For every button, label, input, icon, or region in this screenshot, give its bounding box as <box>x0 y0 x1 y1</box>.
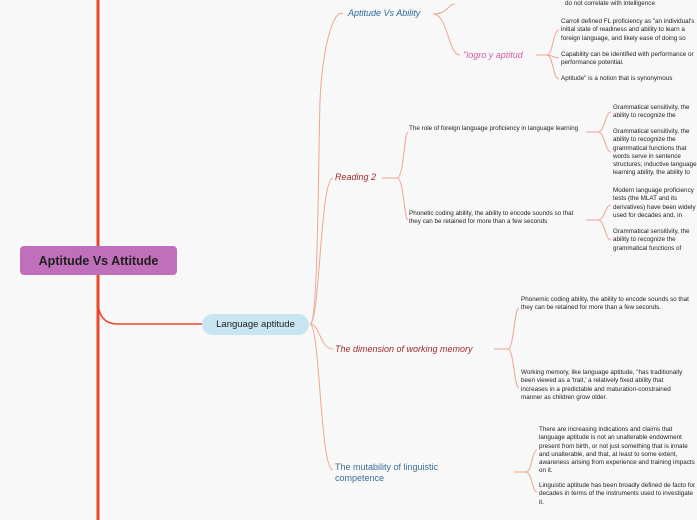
link-aptitude-vs-ability <box>309 12 344 325</box>
root-topic[interactable]: Aptitude Vs Attitude <box>20 246 177 275</box>
working-memory-topic[interactable]: The dimension of working memory <box>335 344 473 354</box>
aptitude-not-innate-note: There are increasing indications and cla… <box>539 426 695 475</box>
phonetic-coding-node: Phonetic coding ability, the ability to … <box>409 210 574 226</box>
carroll-definition-note: Carroll defined FL proficiency as "an in… <box>561 18 695 42</box>
link-reading-2 <box>309 177 334 325</box>
phonemic-coding-note: Phonemic coding ability, the ability to … <box>521 296 689 312</box>
language-aptitude-node[interactable]: Language aptitude <box>202 314 309 335</box>
reading-2-topic[interactable]: Reading 2 <box>335 172 377 182</box>
grammatical-sensitivity-note-2: Grammatical sensitivity, the ability to … <box>613 128 697 178</box>
intelligence-note: do not correlate with intelligence <box>565 0 655 7</box>
link-language-aptitude <box>97 299 202 325</box>
grammatical-sensitivity-note-3: Grammatical sensitivity, the ability to … <box>613 228 690 253</box>
link-working-memory <box>309 323 334 350</box>
aptitude-vs-ability-topic[interactable]: Aptitude Vs Ability <box>348 8 421 18</box>
aptitude-synonym-note: Aptitude" is a notion that is synonymous <box>561 75 673 82</box>
link-mutability <box>309 323 334 471</box>
capability-note: Capability can be identified with perfor… <box>561 51 694 67</box>
grammatical-sensitivity-note-1: Grammatical sensitivity, the ability to … <box>613 104 690 121</box>
working-memory-trait-note: Working memory, like language aptitude, … <box>521 369 683 401</box>
mutability-topic[interactable]: The mutability of linguistic competence <box>335 462 439 483</box>
logro-aptitud-topic[interactable]: "logro y aptitud <box>463 50 523 60</box>
aptitude-defined-note: Linguistic aptitude has been broadly def… <box>539 482 696 506</box>
modern-tests-note: Modern language proficiency tests (the M… <box>613 187 696 219</box>
fl-proficiency-role: The role of foreign language proficiency… <box>409 125 579 132</box>
